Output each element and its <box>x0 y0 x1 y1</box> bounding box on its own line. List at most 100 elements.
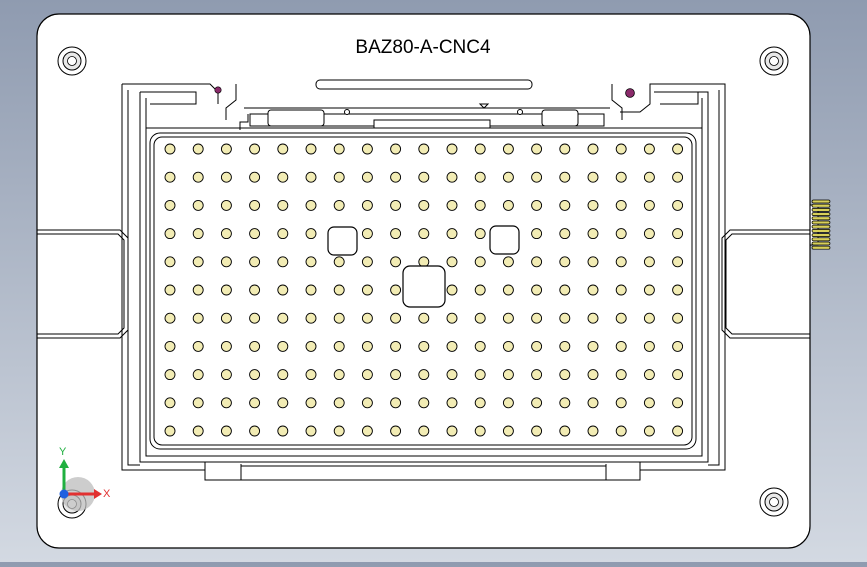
top-slot <box>315 79 533 90</box>
pin <box>249 312 261 324</box>
pin <box>164 312 176 324</box>
pin <box>333 284 345 296</box>
pin <box>418 369 430 381</box>
pin <box>305 171 317 183</box>
pin <box>277 256 289 268</box>
thread-ring <box>811 199 831 204</box>
pin <box>643 340 655 352</box>
pin <box>220 340 232 352</box>
pin <box>643 425 655 437</box>
thread-ring <box>811 241 831 246</box>
x-axis-label: X <box>103 488 111 500</box>
pin <box>277 143 289 155</box>
mounting-hole-top-left <box>57 46 87 76</box>
pin <box>305 397 317 409</box>
pin <box>390 228 402 240</box>
pin <box>672 256 684 268</box>
pin <box>390 284 402 296</box>
pin <box>672 340 684 352</box>
pin <box>192 340 204 352</box>
pin <box>220 171 232 183</box>
pin <box>672 312 684 324</box>
pin-grid <box>164 143 684 437</box>
mounting-hole-top-right <box>759 46 789 76</box>
pin <box>333 171 345 183</box>
pin <box>615 256 627 268</box>
pin <box>502 143 514 155</box>
pin <box>220 199 232 211</box>
pin <box>164 256 176 268</box>
pin <box>333 369 345 381</box>
pin <box>305 143 317 155</box>
pin <box>164 228 176 240</box>
pin <box>474 171 486 183</box>
pin <box>446 199 458 211</box>
pin <box>559 171 571 183</box>
coordinate-triad: X Y <box>59 446 111 511</box>
pin <box>502 256 514 268</box>
pin <box>418 256 430 268</box>
thread-ring <box>811 208 831 212</box>
pin <box>587 369 599 381</box>
pin <box>559 312 571 324</box>
pin <box>220 397 232 409</box>
pin <box>277 228 289 240</box>
pin <box>446 143 458 155</box>
pin <box>615 228 627 240</box>
pin <box>474 425 486 437</box>
threaded-connector <box>807 199 831 250</box>
pin <box>474 369 486 381</box>
top-details <box>267 103 579 129</box>
pin <box>531 256 543 268</box>
pin <box>587 284 599 296</box>
pin <box>361 171 373 183</box>
pin <box>531 199 543 211</box>
pin <box>249 369 261 381</box>
pin <box>446 171 458 183</box>
pin <box>333 143 345 155</box>
thread-ring <box>811 224 831 229</box>
pin <box>587 228 599 240</box>
pin <box>192 425 204 437</box>
pin <box>672 199 684 211</box>
pin <box>390 369 402 381</box>
pin <box>361 312 373 324</box>
pin <box>559 228 571 240</box>
pin <box>220 369 232 381</box>
pin <box>615 284 627 296</box>
pin <box>502 171 514 183</box>
pin <box>672 369 684 381</box>
pin <box>587 171 599 183</box>
pin <box>418 340 430 352</box>
pin <box>192 143 204 155</box>
pin <box>192 228 204 240</box>
pin <box>164 143 176 155</box>
pin <box>305 256 317 268</box>
thread-ring <box>811 229 831 233</box>
pin <box>559 284 571 296</box>
pin <box>559 397 571 409</box>
pin <box>164 340 176 352</box>
pin <box>361 284 373 296</box>
pin <box>531 284 543 296</box>
pin <box>220 425 232 437</box>
pin <box>220 256 232 268</box>
pin <box>418 143 430 155</box>
pin <box>164 199 176 211</box>
thread-ring <box>811 212 831 216</box>
pin <box>305 340 317 352</box>
pin <box>474 397 486 409</box>
pin <box>474 199 486 211</box>
pin <box>446 228 458 240</box>
pin <box>333 312 345 324</box>
pin <box>531 312 543 324</box>
pin <box>474 143 486 155</box>
pin <box>220 143 232 155</box>
pin <box>502 199 514 211</box>
pin <box>390 199 402 211</box>
pin <box>305 425 317 437</box>
pin <box>643 171 655 183</box>
pin <box>446 397 458 409</box>
